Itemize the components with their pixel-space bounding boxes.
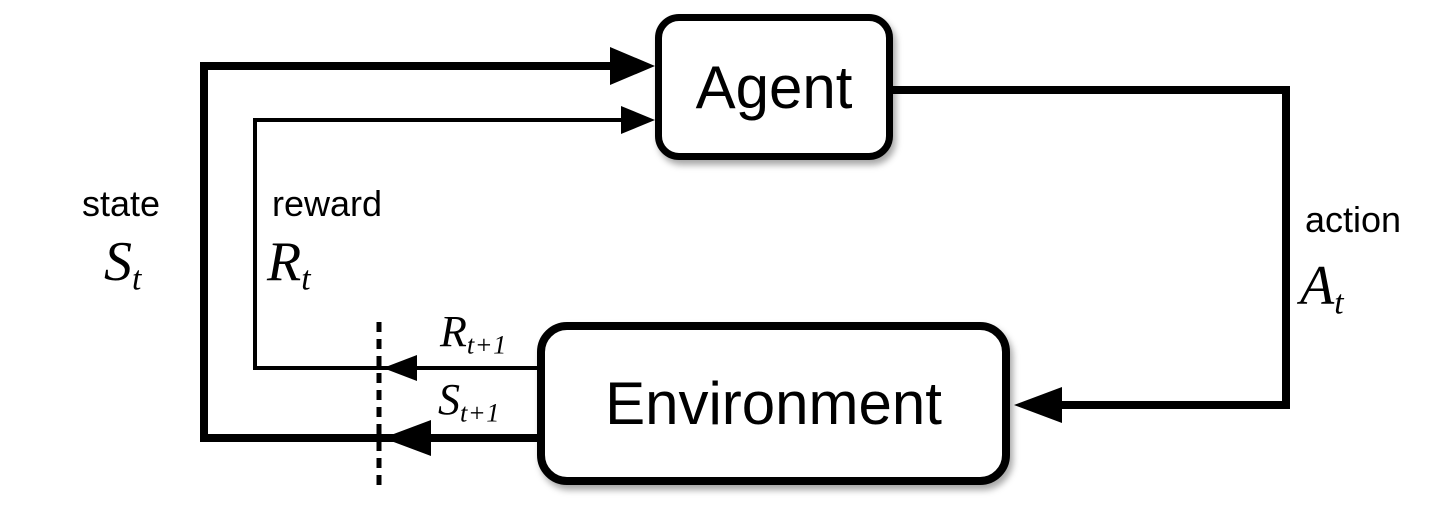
state-symbol: S (104, 231, 132, 293)
state-symbol-label: St (104, 234, 142, 296)
action-symbol-label: At (1300, 258, 1344, 320)
environment-box-label: Environment (605, 370, 942, 437)
action-symbol-subscript: t (1334, 284, 1345, 322)
reward-symbol-subscript: t (301, 260, 312, 298)
state-word-label: state (82, 183, 161, 224)
next-state-symbol-label: St+1 (438, 378, 500, 426)
reward-symbol: R (267, 231, 302, 293)
reward-symbol-label: Rt (267, 234, 311, 296)
state-wire (200, 62, 616, 442)
reward-into-agent-arrowhead (621, 106, 655, 134)
action-wire (886, 86, 1290, 409)
agent-box-label: Agent (695, 53, 853, 121)
next-state-symbol-subscript: t+1 (460, 397, 500, 428)
next-state-arrowhead (383, 420, 431, 456)
next-reward-symbol-subscript: t+1 (466, 329, 507, 360)
action-symbol: A (1300, 255, 1335, 317)
action-word-label: action (1305, 199, 1402, 240)
next-reward-arrowhead (383, 355, 417, 381)
state-into-agent-arrowhead (610, 47, 655, 85)
reward-word-label: reward (272, 183, 383, 224)
next-state-symbol: S (438, 375, 460, 424)
environment-box: Environment (537, 322, 1010, 485)
action-into-environment-arrowhead (1014, 387, 1062, 423)
state-symbol-subscript: t (132, 260, 143, 298)
next-reward-symbol: R (440, 307, 467, 356)
agent-box: Agent (655, 14, 893, 160)
next-reward-symbol-label: Rt+1 (440, 310, 507, 358)
